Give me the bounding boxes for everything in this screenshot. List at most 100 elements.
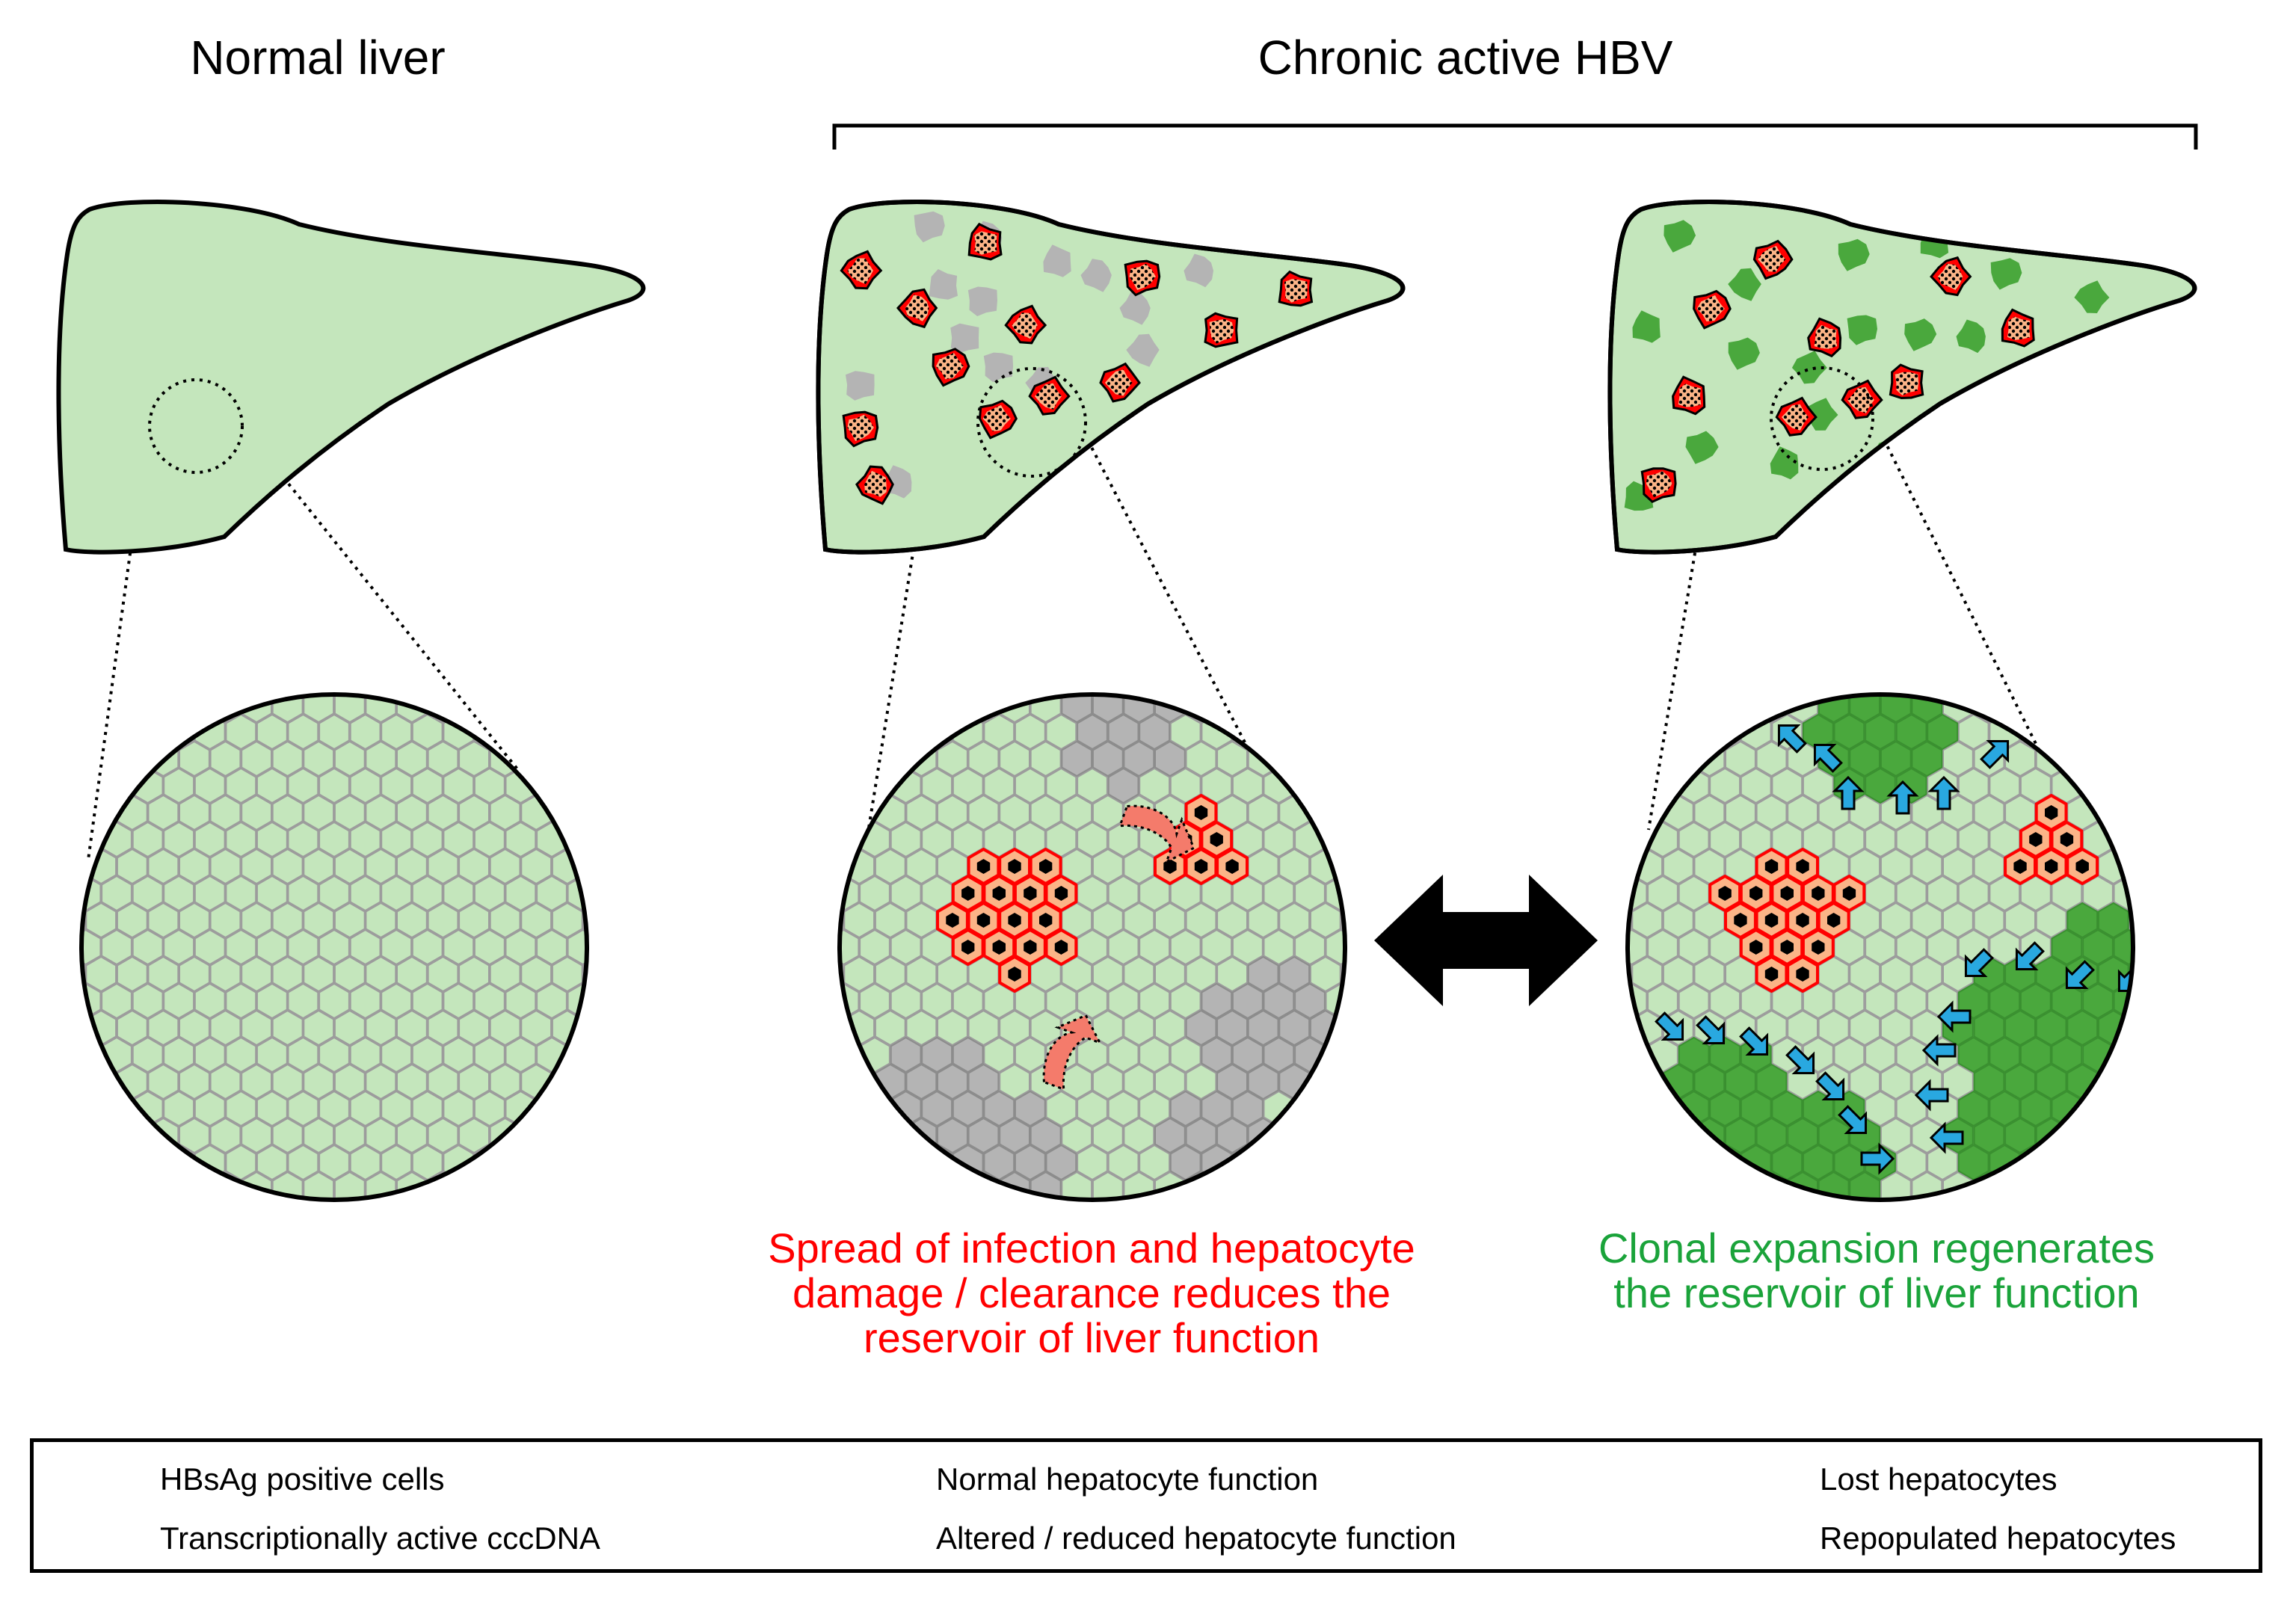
normal-hepatocyte — [396, 848, 428, 885]
normal-hepatocyte — [1628, 1036, 1648, 1073]
normal-hepatocyte — [999, 794, 1030, 831]
normal-hepatocyte — [318, 928, 350, 966]
normal-hepatocyte — [443, 1090, 475, 1127]
normal-hepatocyte — [1278, 740, 1311, 777]
normal-hepatocyte — [1678, 821, 1710, 858]
normal-hepatocyte — [473, 821, 505, 858]
normal-hepatocyte — [287, 928, 319, 966]
infected-cell-cluster — [1693, 289, 1732, 330]
cccdna-nucleus — [1764, 913, 1779, 928]
normal-hepatocyte — [1989, 767, 2021, 804]
normal-hepatocyte — [1107, 982, 1139, 1020]
normal-hepatocyte — [1325, 821, 1345, 858]
normal-hepatocyte — [921, 767, 953, 804]
repopulated-hepatocyte — [1927, 713, 1959, 751]
lost-hepatocyte — [921, 1144, 953, 1181]
normal-hepatocyte — [937, 794, 968, 831]
cccdna-nucleus — [1812, 886, 1825, 901]
normal-hepatocyte — [520, 848, 553, 885]
normal-hepatocyte — [241, 955, 272, 993]
clonal-expansion-arrow — [1696, 1015, 1726, 1045]
normal-hepatocyte — [1709, 982, 1741, 1020]
cccdna-nucleus — [976, 913, 991, 928]
normal-hepatocyte — [256, 1144, 288, 1181]
clonal-expansion-arrow — [1815, 1071, 1845, 1101]
normal-hepatocyte — [1942, 902, 1974, 939]
normal-hepatocyte — [225, 875, 257, 912]
normal-hepatocyte — [443, 821, 475, 858]
normal-hepatocyte — [318, 1198, 350, 1200]
normal-hepatocyte — [1045, 1090, 1077, 1127]
normal-hepatocyte — [349, 875, 381, 912]
normal-hepatocyte — [349, 928, 381, 966]
normal-hepatocyte — [147, 848, 179, 885]
normal-hepatocyte — [241, 1117, 272, 1154]
repopulated-hepatocyte — [1833, 694, 1865, 697]
normal-hepatocyte — [1927, 875, 1959, 912]
infected-cell-cluster — [855, 465, 894, 505]
regenerating-liver — [1610, 202, 2194, 552]
caption-damage: Spread of infection and hepatocyte damag… — [768, 1224, 1415, 1361]
normal-hepatocyte — [256, 767, 288, 804]
lost-hepatocyte — [1231, 1144, 1264, 1181]
normal-hepatocyte — [365, 740, 397, 777]
infected-cell-cluster — [1204, 312, 1239, 348]
normal-hepatocyte — [81, 848, 86, 885]
normal-hepatocyte — [396, 1117, 428, 1154]
lost-hepatocyte — [1263, 1036, 1295, 1073]
repopulated-hepatocyte — [1709, 1036, 1741, 1073]
normal-hepatocyte — [427, 1009, 459, 1047]
normal-hepatocyte — [536, 982, 567, 1020]
normal-hepatocyte — [411, 1090, 443, 1127]
normal-hepatocyte — [225, 1036, 257, 1073]
lost-hepatocyte — [1139, 694, 1171, 697]
normal-hepatocyte — [1341, 1009, 1345, 1047]
cccdna-nucleus — [1812, 940, 1825, 955]
lost-hepatocyte — [1045, 1144, 1077, 1181]
lost-hepatocyte — [1154, 1117, 1186, 1154]
normal-hepatocyte — [1077, 1036, 1108, 1073]
normal-hepatocyte — [271, 740, 304, 777]
lost-hepatocyte — [1107, 694, 1139, 697]
normal-hepatocyte — [473, 1090, 505, 1127]
normal-hepatocyte — [101, 982, 132, 1020]
normal-hepatocyte — [1725, 794, 1756, 831]
normal-hepatocyte — [1662, 740, 1694, 777]
cccdna-nucleus — [1764, 967, 1779, 982]
normal-hepatocyte — [209, 1009, 241, 1047]
normal-hepatocyte — [520, 1009, 553, 1047]
normal-hepatocyte — [163, 1144, 195, 1181]
cccdna-nucleus — [1194, 859, 1208, 874]
normal-hepatocyte — [520, 740, 553, 777]
lost-hepatocyte — [1077, 694, 1108, 697]
normal-hepatocyte — [1628, 955, 1632, 993]
cccdna-nucleus — [961, 940, 975, 955]
normal-hepatocyte — [318, 875, 350, 912]
normal-hepatocyte — [536, 1090, 567, 1127]
normal-hepatocyte — [1123, 955, 1155, 993]
normal-hepatocyte — [1973, 794, 2005, 831]
normal-hepatocyte — [303, 848, 335, 885]
normal-hepatocyte — [1077, 982, 1108, 1020]
infected-liver — [818, 202, 1403, 552]
normal-hepatocyte — [147, 902, 179, 939]
cccdna-nucleus — [1008, 967, 1021, 982]
normal-hepatocyte — [1942, 1063, 1974, 1100]
normal-hepatocyte — [303, 1117, 335, 1154]
normal-hepatocyte — [225, 928, 257, 966]
lost-hepatocyte — [921, 1090, 953, 1127]
normal-hepatocyte — [520, 902, 553, 939]
normal-hepatocyte — [1833, 1036, 1865, 1073]
lost-hepatocyte — [1014, 1144, 1046, 1181]
normal-hepatocyte — [1092, 1117, 1124, 1154]
normal-hepatocyte — [840, 955, 844, 993]
normal-hepatocyte — [256, 982, 288, 1020]
normal-hepatocyte — [194, 982, 226, 1020]
normal-hepatocyte — [1107, 821, 1139, 858]
clonal-expansion-arrow — [1655, 1011, 1684, 1041]
infected-cell-cluster — [1807, 317, 1842, 358]
normal-hepatocyte — [1185, 902, 1217, 939]
legend-label-lost: Lost hepatocytes — [1820, 1461, 2058, 1497]
repopulated-hepatocyte — [2066, 1009, 2099, 1047]
cccdna-nucleus — [1054, 940, 1068, 955]
